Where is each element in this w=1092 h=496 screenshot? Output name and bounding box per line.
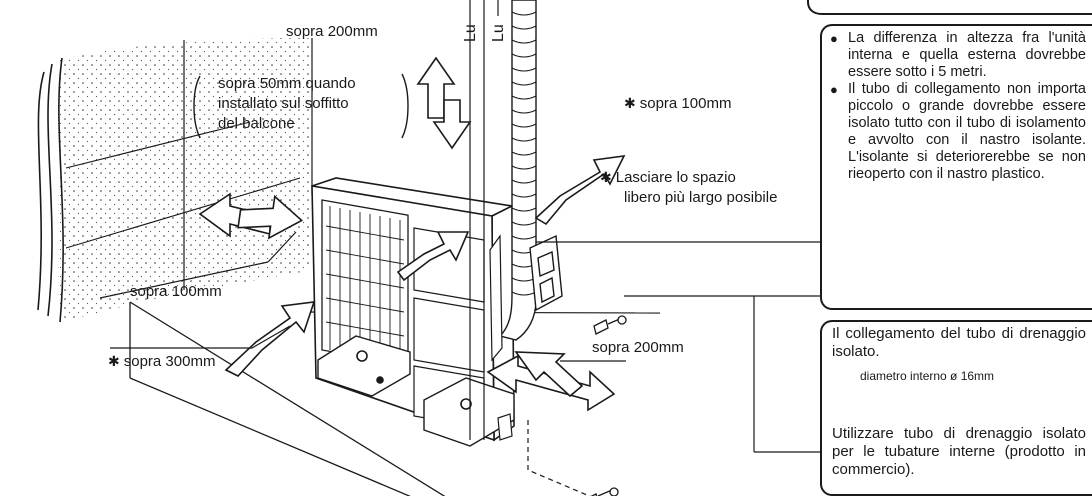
label-pipe-vertical-2: Lu (490, 24, 507, 42)
label-back-clearance-text: sopra 100mm (639, 95, 732, 112)
drain-footer: Utilizzare tubo di drenaggio isolato per… (832, 425, 1086, 478)
wall (37, 38, 313, 323)
upper-box-edge (807, 0, 1092, 15)
label-balcony-3: del balcone (218, 115, 295, 132)
clearance-arrows (198, 56, 626, 412)
connecting-pipe (469, 0, 537, 441)
label-front-clearance: ✱sopra 300mm (108, 352, 215, 371)
star-symbol: ✱ (108, 353, 120, 369)
label-bottom-right-clearance: sopra 200mm (592, 339, 684, 356)
label-front-clearance-text: sopra 300mm (123, 353, 216, 370)
note-list: La differenza in altezza fra l'unità int… (830, 30, 1086, 183)
label-pipe-vertical-1: Lu (462, 24, 479, 42)
pipe-clamp (529, 234, 563, 312)
label-left-clearance: sopra 100mm (130, 283, 222, 300)
label-balcony-2: installato sul soffitto (218, 95, 349, 112)
note-item-height: La differenza in altezza fra l'unità int… (830, 30, 1086, 81)
label-back-clearance: ✱sopra 100mm (624, 94, 731, 113)
note-item-insulation: Il tubo di collegamento non importa picc… (830, 81, 1086, 183)
label-leave-space-text: Lasciare lo spazio (615, 169, 736, 186)
label-leave-space-2: libero più largo posibile (624, 189, 778, 206)
label-leave-space-1: ✱Lasciare lo spazio (600, 168, 736, 187)
note-height-and-insulation: La differenza in altezza fra l'unità int… (820, 24, 1092, 310)
label-balcony-1: sopra 50mm quando (218, 75, 356, 92)
leader-lines (99, 73, 830, 453)
star-symbol: ✱ (600, 169, 612, 185)
drain-heading: Il collegamento del tubo di drenaggio is… (832, 325, 1086, 360)
label-top-clearance: sopra 200mm (286, 23, 378, 40)
drain-diameter: diametro interno ø 16mm (860, 369, 995, 383)
star-symbol: ✱ (624, 95, 636, 111)
note-drain-pipe: Il collegamento del tubo di drenaggio is… (820, 320, 1092, 496)
